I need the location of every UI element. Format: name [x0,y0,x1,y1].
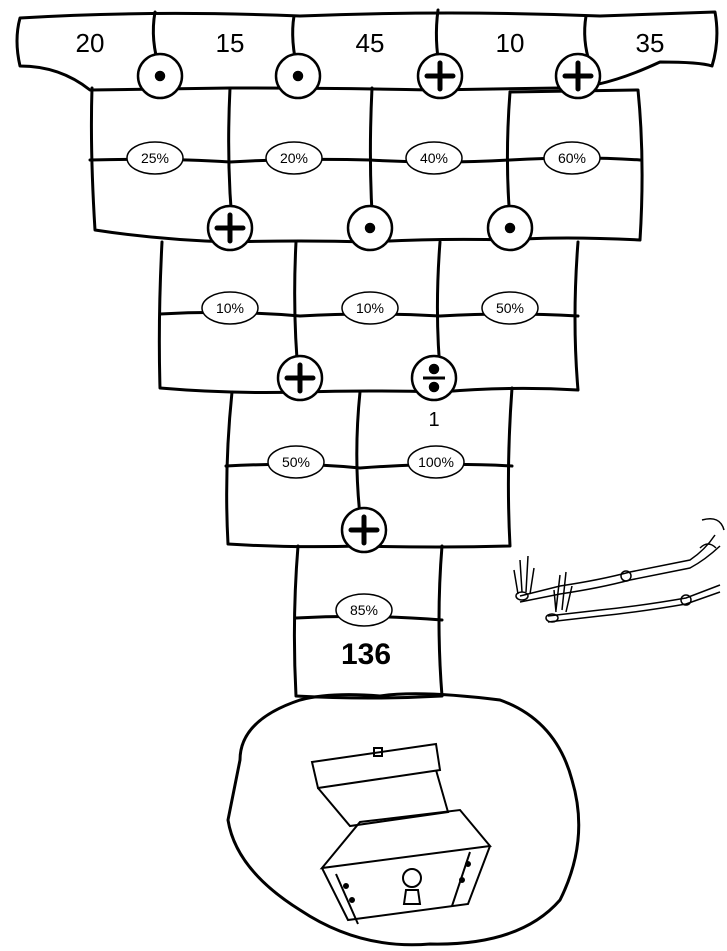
percentage-label: 50% [267,445,325,479]
percentage-text: 60% [558,150,586,166]
percentage-label: 100% [407,445,465,479]
top-number: 15 [216,28,245,58]
skeleton-arms-illustration [513,518,725,623]
plus-operator-icon [416,52,464,100]
percentage-text: 10% [216,300,244,316]
percentage-text: 25% [141,150,169,166]
percentage-label: 85% [335,593,393,627]
dot-operator-icon [274,52,322,100]
percentage-label: 20% [265,141,323,175]
dot-operator-icon [346,204,394,252]
row2-outline [157,240,580,394]
plus-operator-icon [206,204,254,252]
percentage-label: 10% [201,291,259,325]
percentage-text: 20% [280,150,308,166]
top-number: 35 [636,28,665,58]
top-row-outline [15,10,719,92]
percentage-text: 10% [356,300,384,316]
percentage-text: 100% [418,454,454,470]
percentage-label: 25% [126,141,184,175]
percentage-text: 85% [350,602,378,618]
percentage-label: 60% [543,141,601,175]
top-number: 10 [496,28,525,58]
dot-operator-icon [486,204,534,252]
plus-operator-icon [276,354,324,402]
final-result: 136 [341,638,391,671]
percentage-label: 40% [405,141,463,175]
percentage-text: 50% [496,300,524,316]
percentage-text: 40% [420,150,448,166]
plus-operator-icon [340,506,388,554]
top-number: 45 [356,28,385,58]
division-result: 1 [428,409,439,431]
treasure-chest-illustration [310,742,492,925]
chest-bubble [226,692,581,947]
percentage-label: 50% [481,291,539,325]
percentage-text: 50% [282,454,310,470]
divide-operator-icon [410,354,458,402]
dot-operator-icon [136,52,184,100]
plus-operator-icon [554,52,602,100]
top-number: 20 [76,28,105,58]
percentage-label: 10% [341,291,399,325]
